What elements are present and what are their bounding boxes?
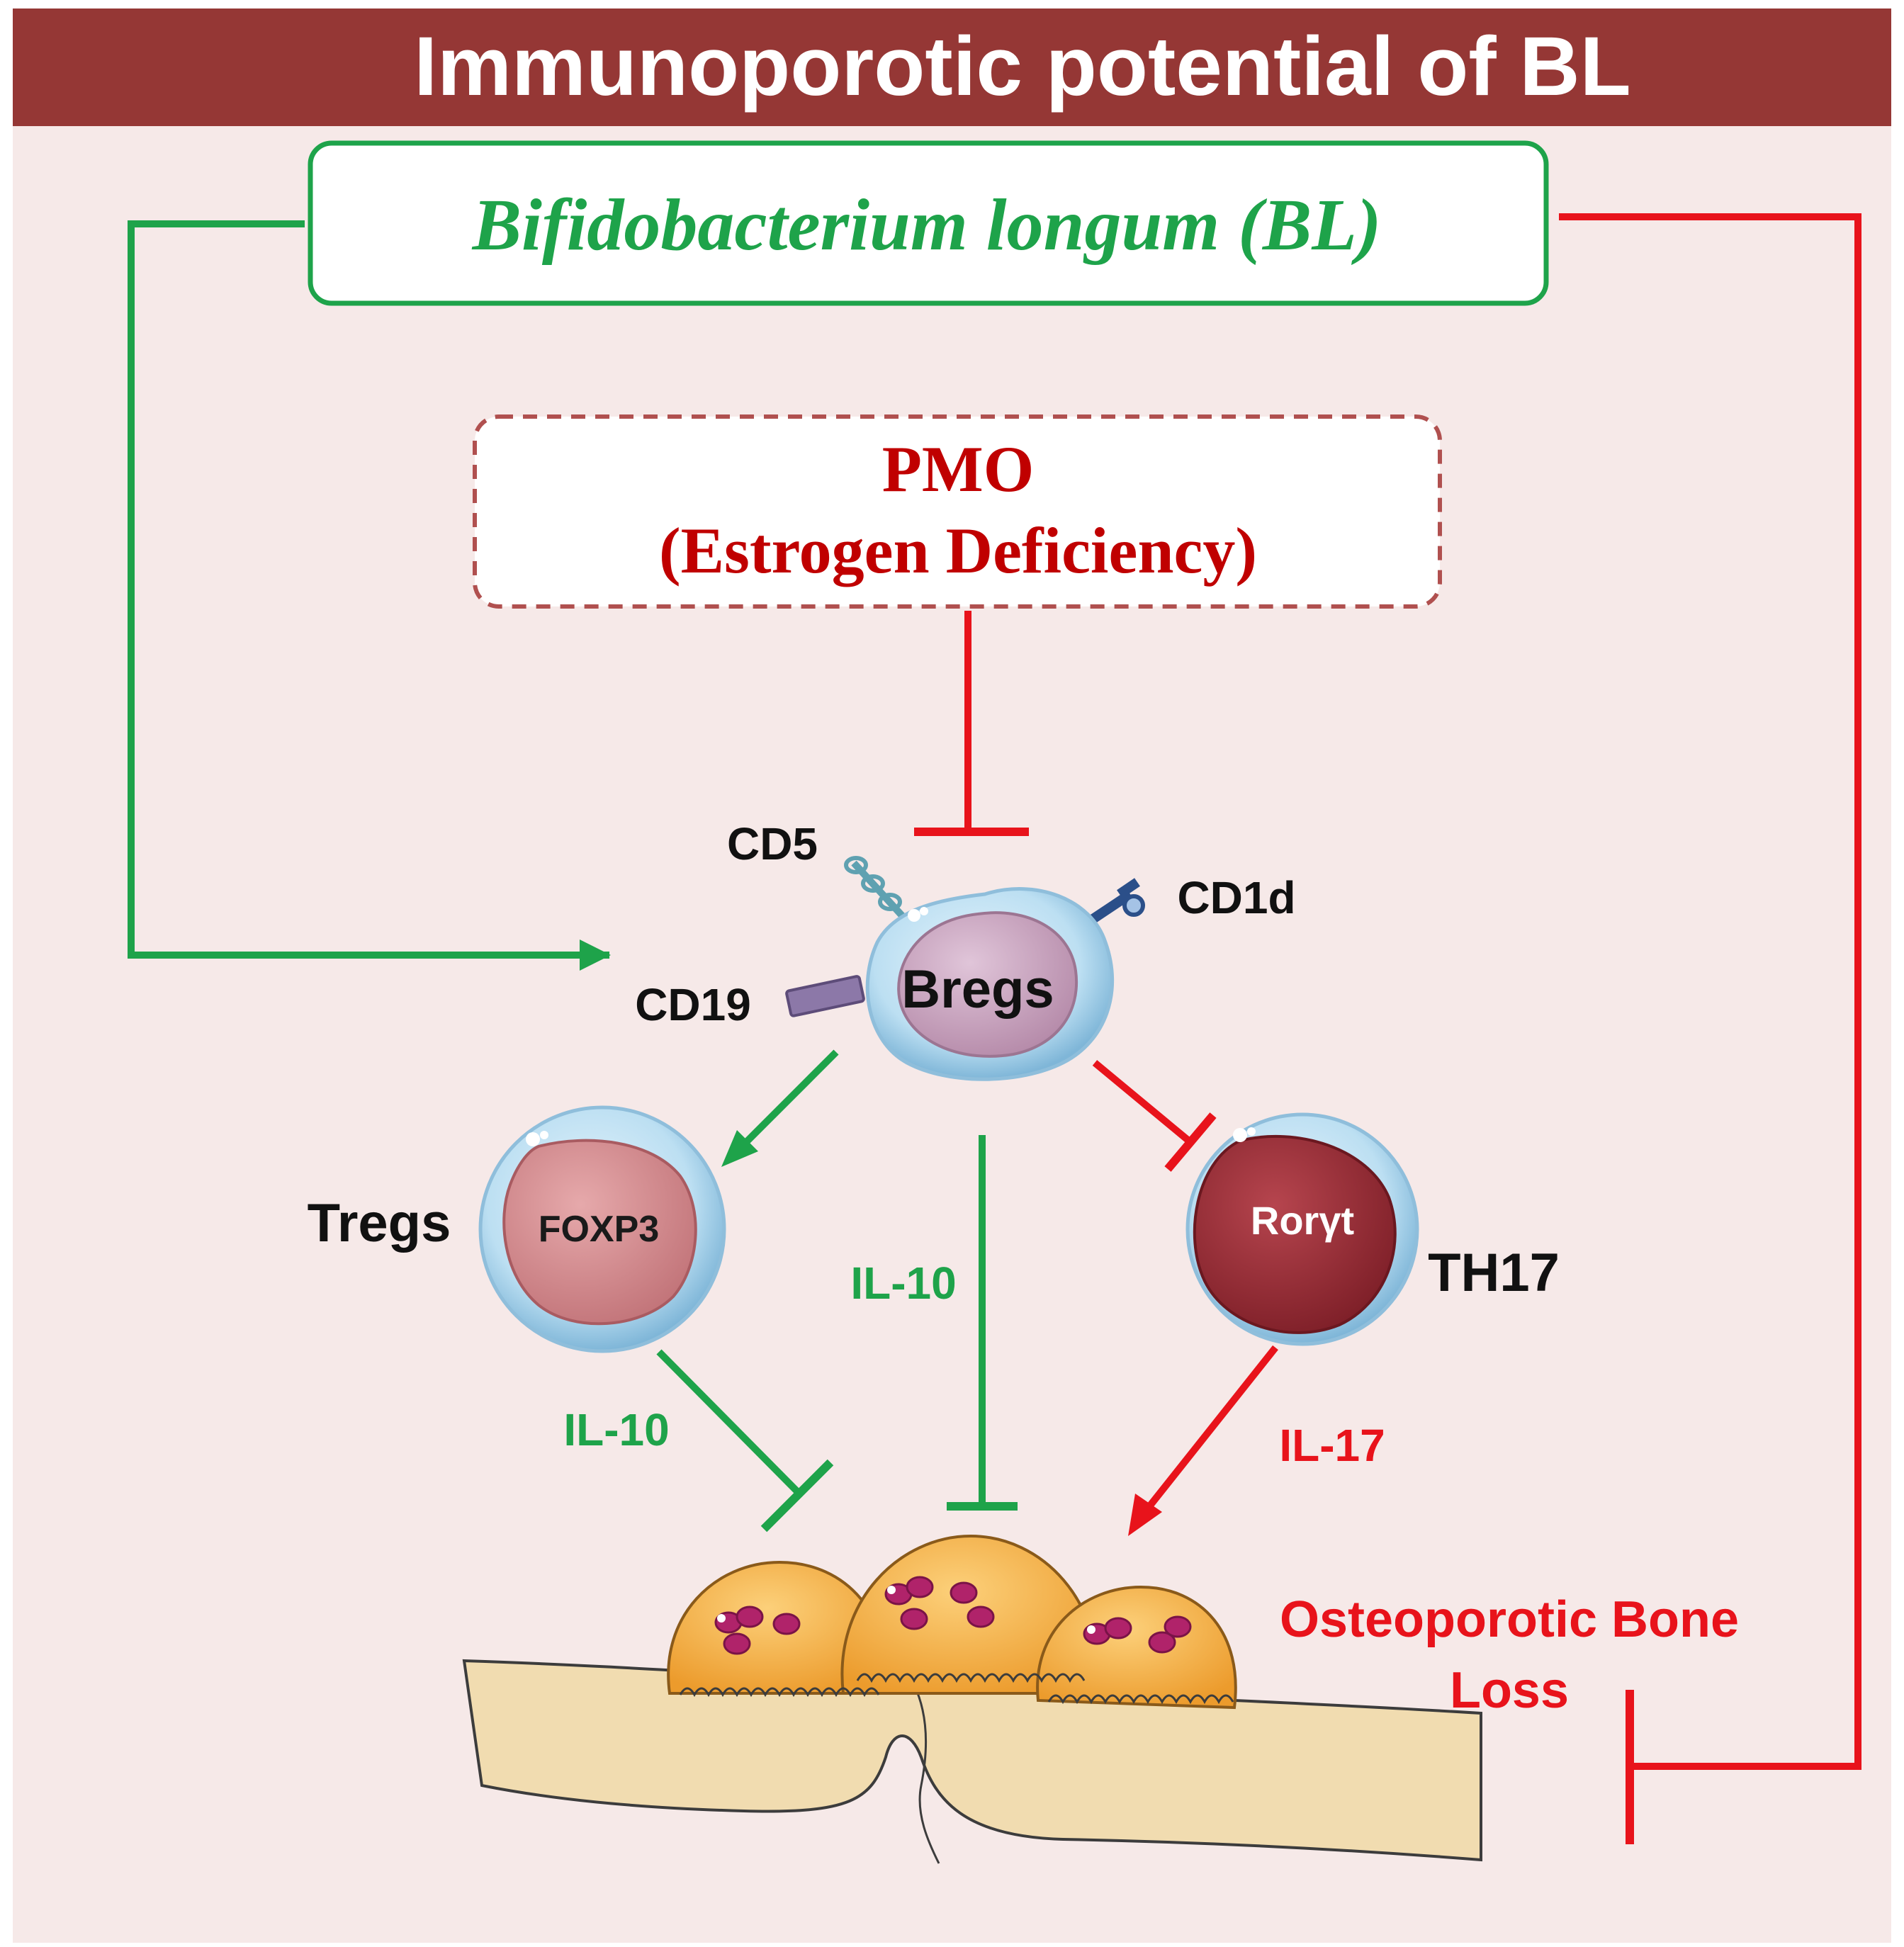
cd19-label: CD19	[635, 979, 751, 1030]
outcome-line2: Loss	[1450, 1662, 1569, 1719]
bregs-label: Bregs	[901, 959, 1054, 1020]
bl-box	[308, 140, 1549, 306]
cd1d-label: CD1d	[1177, 872, 1295, 923]
tregs-to-bone-line	[656, 1349, 802, 1496]
th17-il17-label: IL-17	[1279, 1420, 1385, 1471]
cd19-receptor	[785, 975, 865, 1017]
pmo-box	[473, 414, 1442, 609]
th17-label: TH17	[1428, 1243, 1560, 1303]
bl-to-boneloss-connector	[1559, 213, 1861, 1770]
bregs-to-tregs-arrowhead	[721, 1130, 758, 1167]
pmo-box-title: PMO	[882, 433, 1035, 505]
bregs-to-th17-inhibit-bar	[1164, 1112, 1217, 1172]
bregs-cell	[865, 887, 1115, 1081]
tregs-cell	[478, 1105, 726, 1353]
bregs-il10-label: IL-10	[850, 1258, 956, 1309]
foxp3-label: FOXP3	[539, 1209, 660, 1250]
bl-box-label: Bifidobacterium longum (BL)	[472, 184, 1382, 266]
cd1d-receptor	[1074, 878, 1145, 934]
bregs-to-tregs-line	[734, 1049, 839, 1154]
osteoclast-cluster	[667, 1534, 1237, 1710]
cd5-receptor	[844, 856, 910, 924]
bl-to-bregs-connector	[128, 220, 609, 959]
header-band	[13, 9, 1891, 126]
bl-to-bregs-arrowhead	[580, 939, 611, 971]
header-title: Immunoporotic potential of BL	[414, 20, 1630, 113]
rorgt-label: Rorγt	[1251, 1198, 1354, 1243]
cd5-label: CD5	[727, 818, 818, 869]
bregs-to-th17-line	[1092, 1060, 1193, 1145]
th17-to-bone-line	[1142, 1345, 1278, 1516]
tregs-label: Tregs	[308, 1193, 451, 1253]
pmo-box-subtitle: (Estrogen Deficiency)	[659, 514, 1257, 587]
th17-cell	[1185, 1112, 1419, 1346]
th17-to-bone-arrowhead	[1128, 1494, 1162, 1536]
tregs-to-bone-inhibit-bar	[760, 1459, 834, 1533]
outcome-line1: Osteoporotic Bone	[1280, 1591, 1739, 1648]
tregs-il10-label: IL-10	[563, 1404, 669, 1455]
